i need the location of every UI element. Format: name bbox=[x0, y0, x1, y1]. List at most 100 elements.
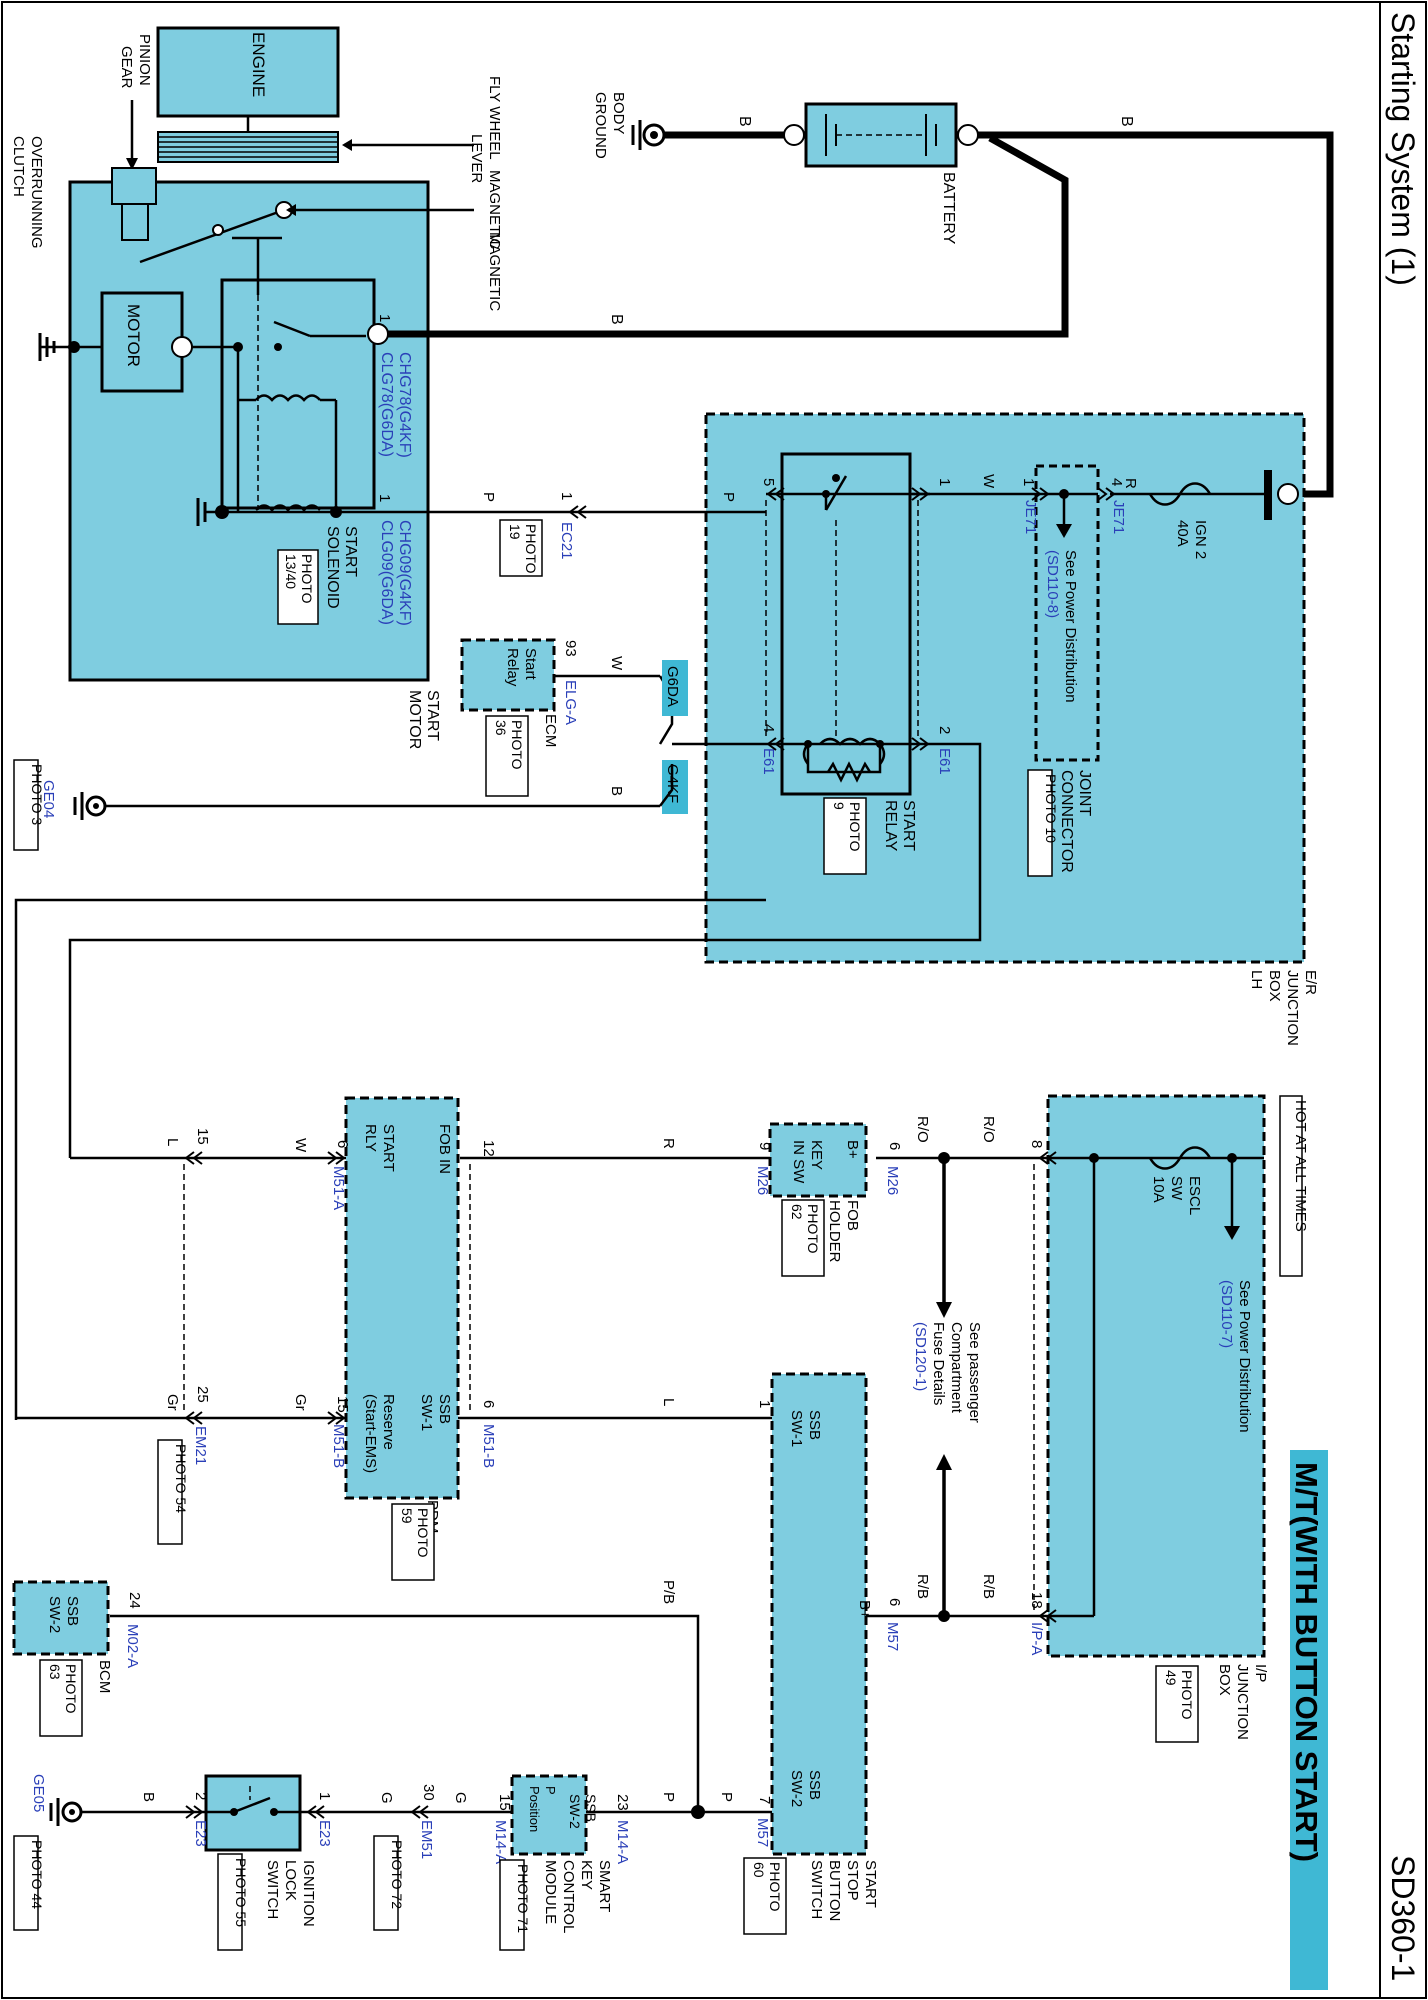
magnetic-label: MAGNETIC bbox=[486, 170, 503, 249]
see-power-1: See Power Distribution bbox=[1062, 550, 1079, 703]
skm-ssb-2: SW-2 bbox=[567, 1794, 583, 1829]
photo-10: PHOTO 10 bbox=[1043, 774, 1059, 843]
battery-cable-junction bbox=[978, 131, 1334, 498]
em21-pin-15: 15 bbox=[194, 1128, 211, 1145]
photo-9-2: 9 bbox=[831, 802, 847, 810]
photo-49-box bbox=[1155, 1665, 1199, 1743]
ssb-sw1-1: SSB bbox=[806, 1410, 823, 1440]
pinion-gear-label-2: GEAR bbox=[118, 46, 135, 89]
e23-pin-1: 1 bbox=[316, 1792, 333, 1800]
clg78-label: CLG78(G6DA) bbox=[378, 352, 395, 457]
wire-b-3: B bbox=[1118, 116, 1135, 127]
pin-1-relay: 1 bbox=[936, 478, 953, 486]
wire-ro-2: R/O bbox=[914, 1116, 931, 1143]
er-jb-3: BOX bbox=[1266, 970, 1283, 1002]
e23-left: E23 bbox=[192, 1820, 209, 1847]
overrunning-label-2: CLUTCH bbox=[10, 136, 27, 197]
chg78-label: CHG78(G4KF) bbox=[396, 352, 413, 458]
ec21-label: EC21 bbox=[558, 522, 575, 560]
key-in-sw-2: IN SW bbox=[790, 1140, 807, 1184]
start-relay-1: START bbox=[900, 800, 917, 851]
bcm-ssb-2: SW-2 bbox=[46, 1596, 63, 1633]
photo-44: PHOTO 44 bbox=[29, 1840, 45, 1909]
overrunning-clutch bbox=[121, 203, 149, 241]
motor-label: MOTOR bbox=[124, 304, 143, 367]
g6da: G6DA bbox=[664, 666, 681, 707]
ign-label-1: IGNITION bbox=[300, 1860, 317, 1927]
photo-3-box bbox=[13, 759, 39, 851]
ge05: GE05 bbox=[30, 1774, 47, 1812]
wire-gr-coil bbox=[14, 898, 766, 1420]
magnetic-lever bbox=[139, 208, 285, 264]
photo-72: PHOTO 72 bbox=[389, 1840, 405, 1909]
wire-g-2: G bbox=[378, 1792, 395, 1804]
ecm-start-2: Relay bbox=[504, 648, 521, 687]
wire-b-ge04: B bbox=[608, 786, 625, 796]
escl-2: SW bbox=[1168, 1176, 1185, 1201]
clg09-label: CLG09(G6DA) bbox=[378, 520, 395, 625]
wire-g-1: G bbox=[452, 1792, 469, 1804]
hot-at-all-times: HOT AT ALL TIMES bbox=[1292, 1100, 1309, 1232]
ip-jb-1: I/P bbox=[1252, 1664, 1269, 1682]
m26-left: M26 bbox=[754, 1166, 771, 1195]
ssb-pin-1: 1 bbox=[756, 1400, 773, 1408]
em51-pin: 30 bbox=[420, 1784, 437, 1801]
wire-p-2: P bbox=[720, 492, 737, 502]
bcm-pin-24: 24 bbox=[126, 1592, 143, 1609]
wire-b-ign: B bbox=[140, 1792, 157, 1802]
sd110-8: (SD110-8) bbox=[1044, 550, 1061, 618]
wire-l-coil bbox=[68, 742, 982, 1158]
ssb-switch-box bbox=[770, 1372, 868, 1856]
wire-ro-1: R/O bbox=[980, 1116, 997, 1143]
banner-bg bbox=[1290, 1450, 1328, 1990]
bcm-label: BCM bbox=[96, 1660, 113, 1693]
overrunning-label-1: OVERRUNNING bbox=[28, 136, 45, 249]
reserve-2: (Start-EMS) bbox=[362, 1394, 379, 1473]
see-passenger-3: Fuse Details bbox=[930, 1322, 947, 1405]
je71-left: JE71 bbox=[1022, 500, 1039, 534]
photo-36-2: 36 bbox=[493, 720, 509, 736]
pinion-gear-label-1: PINION bbox=[136, 34, 153, 86]
fob-bplus: B+ bbox=[844, 1140, 861, 1159]
battery-cable-starter bbox=[388, 134, 1069, 338]
skm-label-4: MODULE bbox=[542, 1860, 559, 1924]
pdm-pin-15: 15 bbox=[334, 1396, 351, 1413]
ign-label-2: LOCK bbox=[282, 1860, 299, 1901]
wire-l-ssb: L bbox=[660, 1398, 677, 1406]
pdm-ssb-1: SSB bbox=[436, 1394, 453, 1424]
ssb-sw1-2: SW-1 bbox=[788, 1410, 805, 1447]
wire-b-1: B bbox=[608, 314, 625, 325]
photo-9-1: PHOTO bbox=[847, 802, 863, 852]
photo-55-box bbox=[217, 1853, 243, 1951]
hot-box bbox=[1279, 1095, 1303, 1277]
ecm-label: ECM bbox=[542, 714, 559, 747]
photo-62-box bbox=[781, 1199, 825, 1277]
wire-gr-left: Gr bbox=[164, 1394, 181, 1411]
skm-pin-15: 15 bbox=[496, 1794, 513, 1811]
e61-right: E61 bbox=[936, 748, 953, 775]
see-passenger-2: Compartment bbox=[948, 1322, 965, 1414]
m26-right: M26 bbox=[884, 1166, 901, 1195]
photo-71-box bbox=[499, 1859, 525, 1951]
see-power-2: See Power Distribution bbox=[1236, 1280, 1253, 1433]
pin-1-solenoid: 1 bbox=[376, 314, 393, 322]
skm-label-3: CONTROL bbox=[560, 1860, 577, 1933]
photo-60-box bbox=[743, 1857, 787, 1935]
solenoid-box bbox=[220, 278, 376, 510]
ign2-amp: 40A bbox=[1174, 520, 1191, 547]
m14-a-right: M14-A bbox=[614, 1820, 631, 1864]
ip-a: I/P-A bbox=[1028, 1622, 1045, 1655]
m57-right: M57 bbox=[884, 1622, 901, 1651]
wire-p-1: P bbox=[480, 492, 497, 502]
joint-connector-2: CONNECTOR bbox=[1058, 770, 1075, 873]
skm-label-1: SMART bbox=[596, 1860, 613, 1912]
wire-b-2: B bbox=[736, 116, 753, 127]
m51-b-right: M51-B bbox=[480, 1424, 497, 1468]
photo-59-box bbox=[391, 1503, 435, 1581]
body-ground-1: BODY bbox=[610, 92, 627, 135]
photo-19-2: 19 bbox=[507, 524, 523, 540]
photo-36-box bbox=[485, 715, 529, 797]
pin-1-je71: 1 bbox=[1020, 478, 1037, 486]
ign2-fuse bbox=[1148, 482, 1212, 506]
